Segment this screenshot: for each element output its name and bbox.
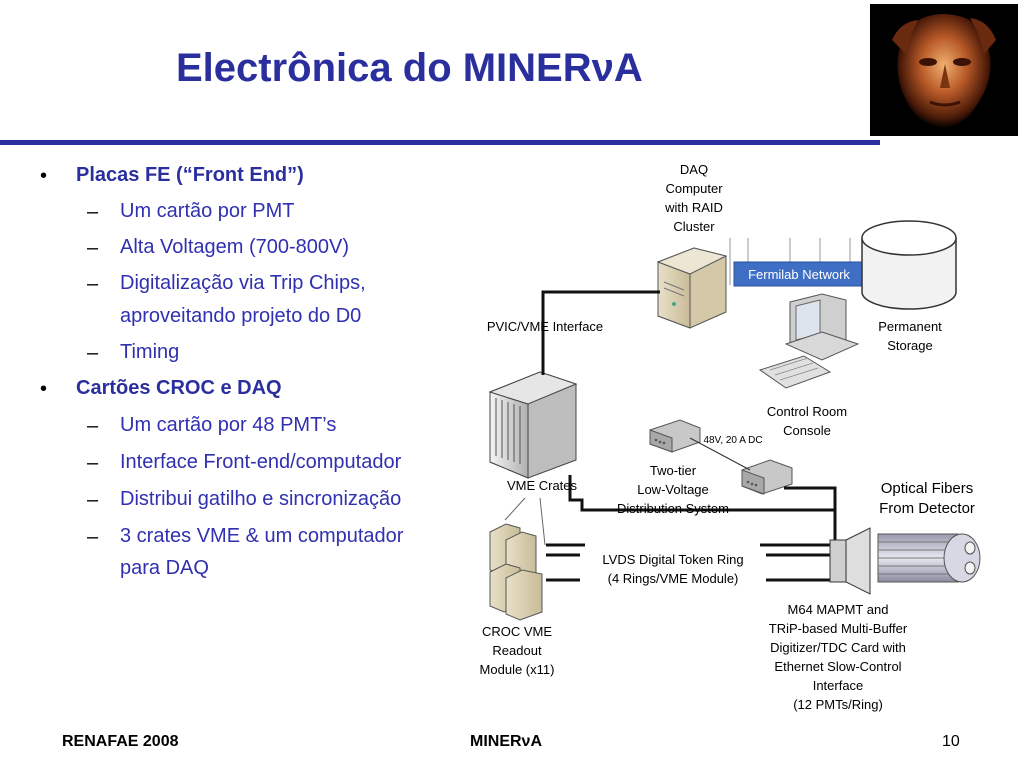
croc-module-label: CROC VME Readout Module (x11)	[462, 622, 572, 679]
label-line: with RAID	[665, 200, 723, 215]
pvic-interface-label: PVIC/VME Interface	[486, 319, 604, 334]
power-label: 48V, 20 A DC	[703, 435, 763, 446]
daq-computer-label: DAQ Computer with RAID Cluster	[654, 160, 734, 236]
label-line: Optical Fibers	[880, 480, 974, 497]
label-line: Computer	[665, 181, 723, 196]
label-line: Digitizer/TDC Card with	[770, 640, 906, 655]
slide-title: Electrônica do MINERνA	[176, 46, 643, 90]
label-line: Console	[783, 423, 831, 438]
label-line: CROC VME	[481, 624, 553, 639]
label-line: Cluster	[673, 219, 715, 234]
label-line: DAQ	[679, 162, 709, 177]
bullet-text: 3 crates VME & um computador	[120, 525, 404, 547]
bullet-text: Distribui gatilho e sincronização	[120, 488, 402, 510]
permanent-storage-label: Permanent Storage	[866, 317, 954, 355]
bullet-mark: –	[87, 273, 99, 295]
vme-crates-label: VME Crates	[506, 478, 578, 493]
pmt-cylinder-icon	[877, 533, 981, 583]
title-rule	[0, 140, 880, 145]
bullet-text: Alta Voltagem (700-800V)	[120, 236, 350, 258]
label-line: LVDS Digital Token Ring	[602, 552, 744, 567]
vme-crate-icon	[488, 371, 578, 479]
label-line: Ethernet Slow-Control	[774, 659, 902, 674]
label-line: (12 PMTs/Ring)	[793, 697, 883, 712]
fermilab-network-label: Fermilab Network	[748, 267, 850, 282]
bullet-mark: –	[87, 489, 99, 511]
bullet-text: Cartões CROC e DAQ	[76, 377, 282, 399]
sculpture-photo	[870, 4, 1018, 136]
label-line: Low-Voltage	[637, 482, 709, 497]
label-line: (4 Rings/VME Module)	[607, 571, 739, 586]
label-line: Control Room	[766, 404, 848, 419]
storage-cylinder-icon	[861, 220, 957, 310]
label-line: Interface	[812, 678, 864, 693]
low-voltage-box-icon	[741, 459, 793, 495]
bullet-text: aproveitando projeto do D0	[120, 305, 362, 327]
mapmt-card-label: M64 MAPMT and TRiP-based Multi-Buffer Di…	[738, 600, 938, 714]
control-console-icon	[758, 293, 860, 389]
label-line: Storage	[887, 338, 933, 353]
bullet-text: Interface Front-end/computador	[120, 451, 402, 473]
label-line: Permanent	[878, 319, 942, 334]
bullet-mark: –	[87, 415, 99, 437]
bullet-mark: –	[87, 342, 99, 364]
footer-project: MINERνA	[470, 733, 543, 750]
label-line: Readout	[492, 643, 542, 658]
mapmt-card-icon	[829, 527, 871, 595]
fermilab-network-band	[733, 261, 865, 287]
label-line: Distribution System	[617, 501, 729, 516]
label-line: M64 MAPMT and	[787, 602, 889, 617]
croc-module-icon	[489, 523, 543, 621]
label-line: Two-tier	[649, 463, 697, 478]
page-number: 10	[942, 733, 960, 750]
bullet-mark: –	[87, 237, 99, 259]
bullet-mark: –	[87, 526, 99, 548]
bullet-text: Um cartão por 48 PMT’s	[120, 414, 337, 436]
optical-fibers-label: Optical Fibers From Detector	[862, 479, 992, 519]
low-voltage-box-icon	[649, 419, 701, 453]
bullet-mark: •	[40, 378, 48, 400]
lvds-ring-label: LVDS Digital Token Ring (4 Rings/VME Mod…	[580, 550, 766, 588]
label-line: TRiP-based Multi-Buffer	[768, 621, 908, 636]
bullet-text: Digitalização via Trip Chips,	[120, 272, 366, 294]
bullet-text: Placas FE (“Front End”)	[76, 164, 304, 186]
bullet-mark: –	[87, 201, 99, 223]
bullet-mark: •	[40, 165, 48, 187]
label-line: From Detector	[879, 500, 975, 517]
bullet-text: Timing	[120, 341, 180, 363]
bullet-mark: –	[87, 452, 99, 474]
label-line: Module (x11)	[479, 662, 555, 677]
bullet-text: Um cartão por PMT	[120, 200, 295, 222]
daq-computer-icon	[656, 247, 728, 329]
low-voltage-label: Two-tier Low-Voltage Distribution System	[598, 461, 748, 518]
control-room-label: Control Room Console	[752, 402, 862, 440]
footer-event: RENAFAE 2008	[62, 733, 179, 750]
bullet-text: para DAQ	[120, 557, 209, 579]
